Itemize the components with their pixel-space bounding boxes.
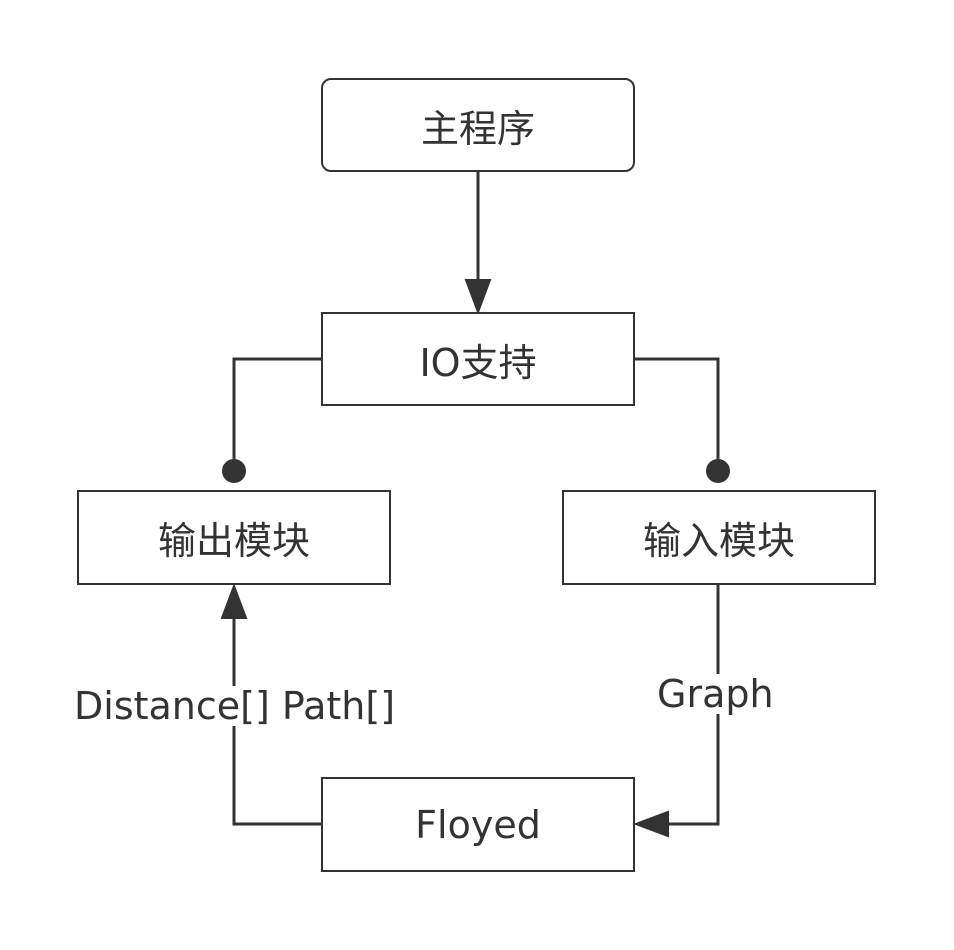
connector-dot-icon [706, 459, 730, 483]
node-floyed: Floyed [321, 777, 635, 872]
edge-label-input-data: Graph [655, 672, 776, 716]
edge-label-output-data: Distance[] Path[] [72, 684, 398, 728]
edge-io-to-input [635, 357, 720, 470]
edge-input-to-floyed [668, 585, 720, 826]
node-output-module: 输出模块 [77, 490, 391, 585]
edge-io-to-output [232, 357, 321, 470]
arrowhead-up-icon [220, 583, 248, 619]
node-main-program: 主程序 [321, 78, 635, 172]
arrowhead-down-icon [464, 279, 492, 315]
connector-dot-icon [222, 459, 246, 483]
node-io-support: IO支持 [321, 312, 635, 406]
arrowhead-left-icon [633, 810, 669, 838]
node-input-module: 输入模块 [562, 490, 876, 585]
